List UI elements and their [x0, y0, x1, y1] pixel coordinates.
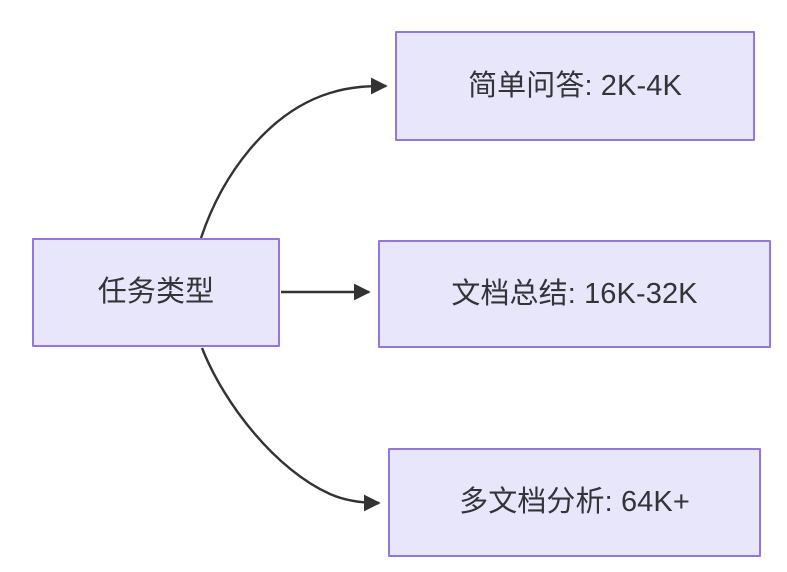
node-label: 任务类型: [97, 276, 215, 309]
node-label: 多文档分析: 64K+: [459, 486, 690, 519]
edge-root-to-child-0: [199, 77, 388, 239]
node-document-summary[interactable]: 文档总结: 16K-32K: [378, 240, 771, 348]
node-task-type-root[interactable]: 任务类型: [32, 238, 280, 347]
node-multi-document-analysis[interactable]: 多文档分析: 64K+: [388, 448, 761, 557]
node-simple-qa[interactable]: 简单问答: 2K-4K: [395, 31, 755, 141]
node-label: 文档总结: 16K-32K: [451, 277, 698, 310]
node-label: 简单问答: 2K-4K: [468, 69, 682, 102]
edge-root-to-child-2: [200, 347, 381, 512]
